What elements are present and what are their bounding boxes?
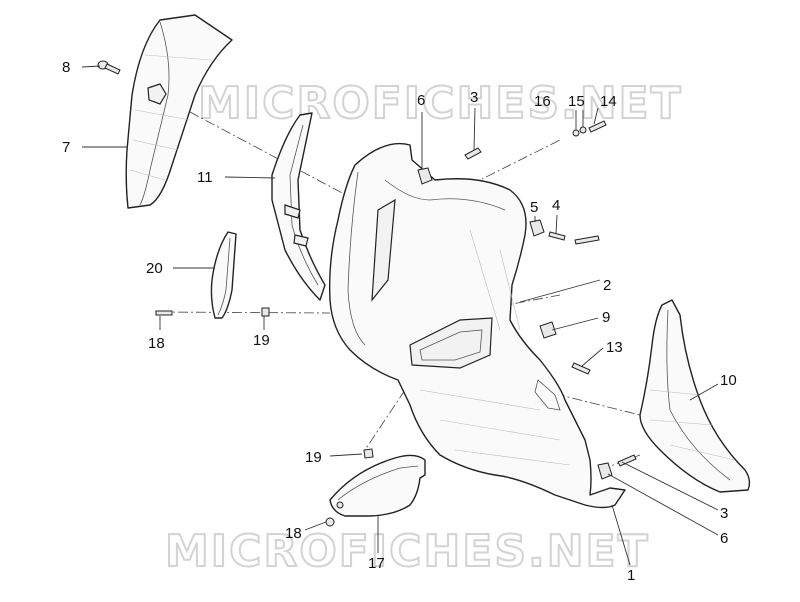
part-4-screw xyxy=(548,231,566,241)
callout-6-upper: 6 xyxy=(417,92,425,109)
part-15-washer xyxy=(579,126,587,134)
part-2-screw xyxy=(574,235,600,245)
callout-16: 16 xyxy=(534,93,551,110)
callout-4: 4 xyxy=(552,197,560,214)
part-3-screw-upper xyxy=(464,147,482,160)
part-11-inner-trim xyxy=(271,112,326,301)
callout-8: 8 xyxy=(62,59,70,76)
part-9-clip xyxy=(539,321,557,339)
callout-7: 7 xyxy=(62,139,70,156)
callout-19-lower: 19 xyxy=(305,449,322,466)
part-8-bolt xyxy=(97,60,121,75)
callout-6-lower: 6 xyxy=(720,530,728,547)
callout-9: 9 xyxy=(602,309,610,326)
part-3-screw-lower xyxy=(617,454,637,467)
callout-15: 15 xyxy=(568,93,585,110)
part-19-nut-left xyxy=(261,307,270,317)
part-7-left-side-panel xyxy=(125,14,233,209)
callout-17: 17 xyxy=(368,555,385,572)
part-6-clip-lower xyxy=(597,462,613,480)
callout-3-lower: 3 xyxy=(720,505,728,522)
leader-lines xyxy=(81,65,719,566)
callout-10: 10 xyxy=(720,372,737,389)
part-1-front-shield xyxy=(329,142,626,509)
callout-numbers: 8 7 6 3 16 15 14 11 5 4 20 2 9 18 19 13 … xyxy=(62,59,737,584)
part-19-nut-lower xyxy=(363,448,374,459)
callout-5: 5 xyxy=(530,199,538,216)
callout-11: 11 xyxy=(197,169,213,186)
part-14-screw xyxy=(588,120,607,133)
part-18-screw-left xyxy=(155,310,173,316)
callout-1: 1 xyxy=(627,567,635,584)
part-6-clip-upper xyxy=(417,167,433,185)
callout-19-left: 19 xyxy=(253,332,270,349)
part-13-screw xyxy=(571,362,591,375)
part-5-clip xyxy=(529,219,545,237)
watermark-bottom: MICROFICHES.NET xyxy=(165,526,650,577)
part-17-lower-cover xyxy=(329,454,426,517)
callout-2: 2 xyxy=(603,277,611,294)
callout-20: 20 xyxy=(146,260,163,277)
callout-13: 13 xyxy=(606,339,623,356)
part-20-side-cover xyxy=(210,231,237,319)
callout-18-left: 18 xyxy=(148,335,165,352)
part-10-right-side-panel xyxy=(639,299,751,493)
part-16-washer xyxy=(572,129,580,137)
callout-3-upper: 3 xyxy=(470,89,478,106)
part-18-fastener-lower xyxy=(325,517,335,527)
hardware xyxy=(155,120,637,527)
watermark-top: MICROFICHES.NET xyxy=(198,78,683,129)
callout-18-lower: 18 xyxy=(285,525,302,542)
callout-14: 14 xyxy=(600,93,617,110)
